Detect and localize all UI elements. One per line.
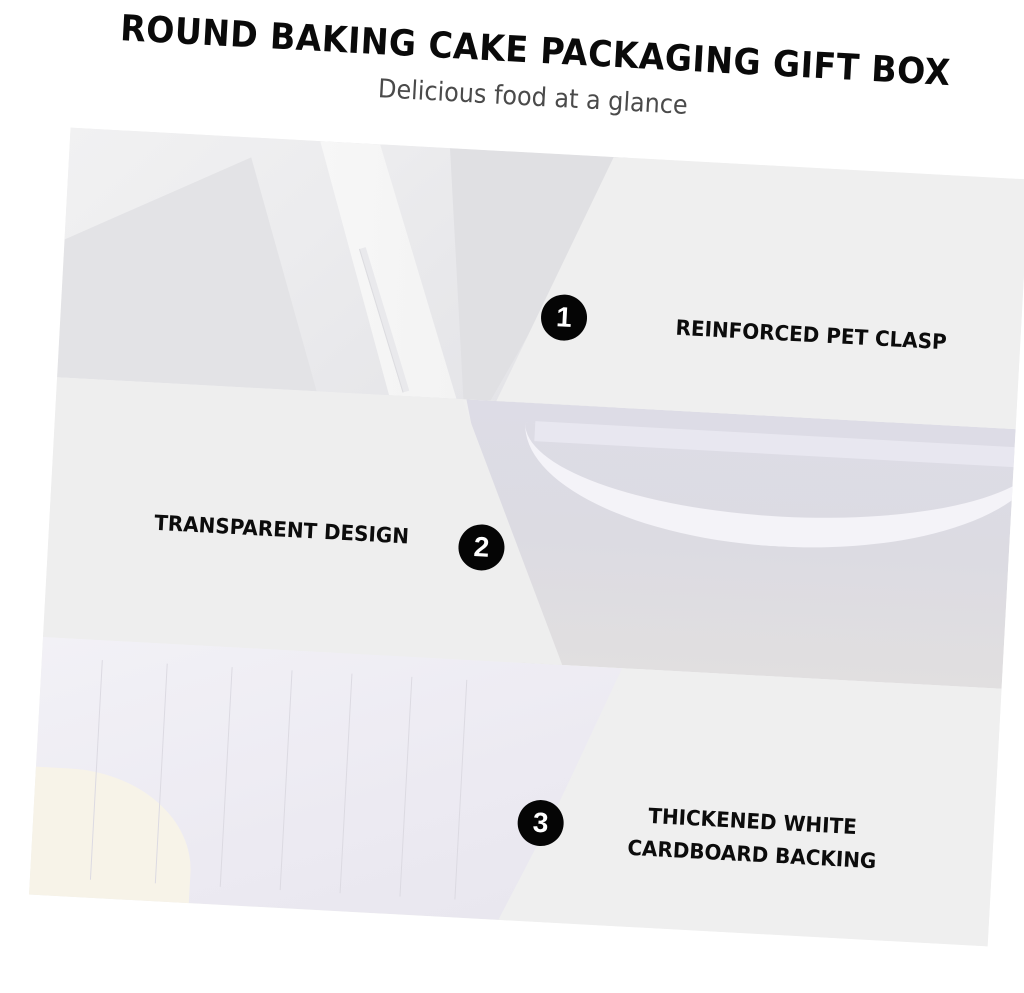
feature-board: 1 REINFORCED PET CLASP TRANSPARENT DESIG… [29, 127, 1024, 947]
feature-3-label: THICKENED WHITE CARDBOARD BACKING [627, 799, 877, 878]
